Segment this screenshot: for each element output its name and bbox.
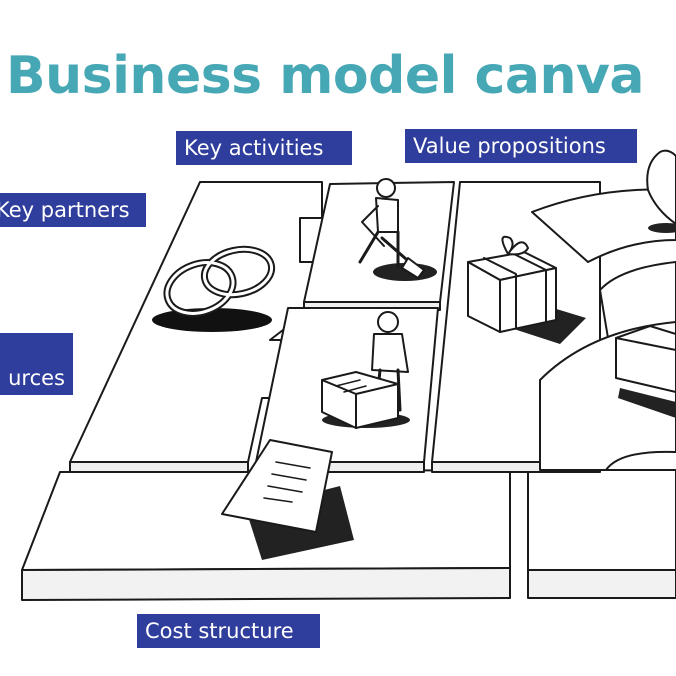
label-key-resources: urces <box>0 333 73 395</box>
gift-box-icon <box>467 235 586 344</box>
delivery-box-icon <box>615 325 676 418</box>
person-with-tablet-icon <box>321 311 410 429</box>
invoice-document-icon <box>221 439 354 560</box>
label-key-activities: Key activities <box>176 131 352 165</box>
label-key-resources-text: urces <box>8 366 65 390</box>
label-key-partners: Key partners <box>0 193 146 227</box>
label-value-propositions: Value propositions <box>405 129 637 163</box>
label-cost-structure: Cost structure <box>137 614 320 648</box>
heart-icon <box>646 149 676 233</box>
revenue-streams-block <box>527 469 676 599</box>
linked-rings-icon <box>152 245 276 332</box>
digging-person-icon <box>358 178 437 281</box>
page-title: Business model canva <box>6 46 644 106</box>
